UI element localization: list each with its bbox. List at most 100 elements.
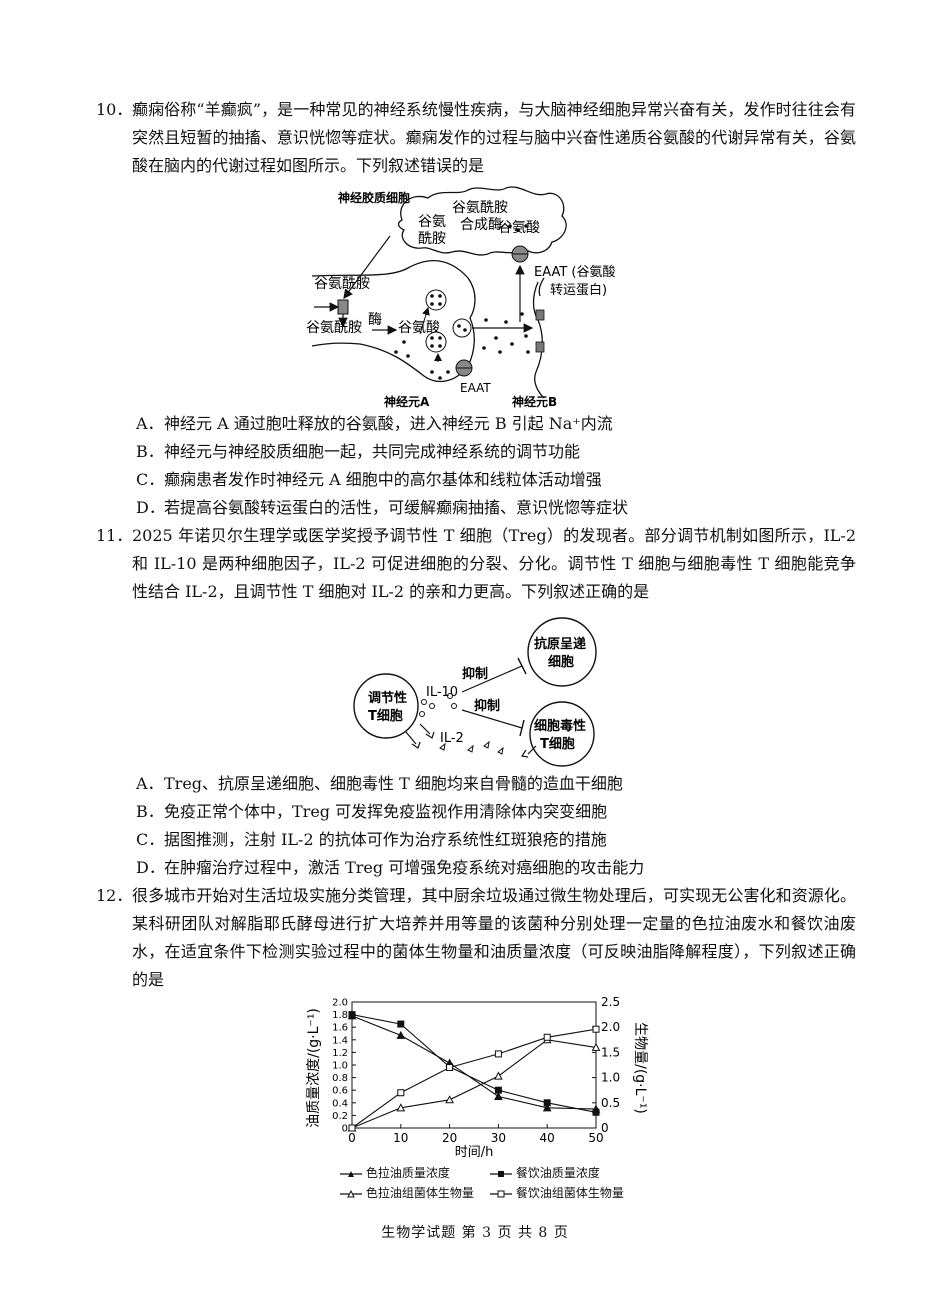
label-synthetase: 谷氨酰胺 (452, 200, 508, 216)
data-point (543, 1033, 551, 1041)
y-axis-left-label: 油质量浓度/(g·L⁻¹) (306, 1008, 322, 1128)
data-point (396, 1103, 406, 1112)
y-axis-right-label: 生物量/(g·L⁻¹) (632, 1022, 648, 1114)
option-b[interactable]: B．神经元与神经胶质细胞一起，共同完成神经系统的调节功能 (136, 442, 581, 461)
glutamate-metabolism-diagram: 神经胶质细胞 谷氨酰胺 合成酶 谷氨 酰胺 谷氨酸 EAAT (谷氨酸 转运蛋白… (306, 186, 616, 409)
data-point (592, 1025, 600, 1033)
apc-cell (527, 617, 597, 687)
data-point (494, 1050, 502, 1058)
inhibit-line (461, 665, 523, 693)
label-glutamate: 谷氨酸 (498, 220, 540, 236)
y-right-tick-label: 2.0 (601, 1020, 620, 1034)
legend-item: 餐饮油质量浓度 (490, 1164, 600, 1181)
neuron-b-membrane (532, 281, 545, 399)
question-stem: 很多城市开始对生活垃圾实施分类管理，其中厨余垃圾通过微生物处理后，可实现无公害化… (132, 886, 856, 989)
x-tick-label: 10 (393, 1131, 408, 1145)
label-glial-cell: 神经胶质细胞 (338, 190, 410, 205)
y-left-tick-label: 1.0 (332, 1061, 348, 1072)
option-d[interactable]: D．若提高谷氨酸转运蛋白的活性，可缓解癫痫抽搐、意识恍惚等症状 (136, 498, 629, 517)
option-a[interactable]: A．神经元 A 通过胞吐释放的谷氨酸，进入神经元 B 引起 Na⁺内流 (136, 414, 613, 433)
label-inhibit: 抑制 (474, 698, 500, 714)
option-c[interactable]: C．癫痫患者发作时神经元 A 细胞中的高尔基体和线粒体活动增强 (136, 470, 602, 489)
treg-cell (353, 673, 419, 739)
data-point (494, 1091, 503, 1100)
question-number: 12． (96, 886, 133, 905)
label-il10: IL-10 (426, 685, 458, 700)
x-tick-label: 40 (540, 1131, 555, 1145)
label-glutamine: 谷氨酰胺 (306, 320, 362, 336)
series-2 (348, 1011, 600, 1116)
synaptic-vesicle (452, 318, 472, 338)
il2-receptor-icon (405, 723, 537, 758)
synaptic-vesicle (425, 331, 447, 353)
y-left-tick-label: 1.4 (332, 1035, 348, 1046)
question-12: 12． 很多城市开始对生活垃圾实施分类管理，其中厨余垃圾通过微生物处理后，可实现… (96, 882, 856, 994)
data-point (397, 1089, 405, 1097)
y-left-tick-label: 1.8 (332, 1010, 348, 1021)
y-left-tick-label: 0.2 (332, 1111, 348, 1122)
y-left-tick-label: 0 (342, 1124, 348, 1135)
label-treg: 调节性 (368, 690, 407, 706)
option-b[interactable]: B．免疫正常个体中，Treg 可发挥免疫监视作用清除体内突变细胞 (136, 802, 608, 821)
question-number: 10． (96, 100, 133, 119)
plot-frame (351, 1001, 597, 1129)
y-left-tick-label: 1.2 (332, 1048, 348, 1059)
question-stem: 2025 年诺贝尔生理学或医学奖授予调节性 T 细胞（Treg）的发现者。部分调… (132, 526, 856, 601)
label-glutamine: 谷氨 (418, 214, 446, 230)
label-apc: 抗原呈递 (534, 636, 586, 652)
label-cytotoxic: 细胞毒性 (534, 718, 586, 734)
question-11: 11． 2025 年诺贝尔生理学或医学奖授予调节性 T 细胞（Treg）的发现者… (96, 522, 856, 606)
data-point (397, 1020, 405, 1028)
receptor-icon (535, 309, 545, 321)
data-point (396, 1030, 406, 1039)
data-point (542, 1103, 552, 1112)
question-stem: 癫痫俗称“羊癫疯”，是一种常见的神经系统慢性疾病，与大脑神经细胞异常兴奋有关，发… (132, 100, 856, 175)
cytotoxic-t-cell (529, 701, 595, 767)
label-glutamine: 酰胺 (418, 231, 446, 247)
question-10: 10． 癫痫俗称“羊癫疯”，是一种常见的神经系统慢性疾病，与大脑神经细胞异常兴奋… (96, 96, 856, 180)
data-point (445, 1095, 454, 1104)
y-right-tick-label: 2.5 (601, 995, 620, 1009)
data-point (591, 1042, 601, 1051)
series-4 (348, 1025, 600, 1132)
label-glutamate: 谷氨酸 (398, 320, 440, 336)
y-left-tick-label: 0.6 (332, 1086, 348, 1097)
data-point (446, 1064, 454, 1072)
label-inhibit: 抑制 (462, 666, 488, 682)
il10-molecules (419, 693, 457, 717)
synaptic-vesicle (425, 289, 447, 311)
data-point (543, 1099, 551, 1107)
option-d[interactable]: D．在肿瘤治疗过程中，激活 Treg 可增强免疫系统对癌细胞的攻击能力 (136, 858, 645, 877)
x-tick-label: 50 (588, 1131, 603, 1145)
treg-regulation-diagram: 调节性 T细胞 抗原呈递 细胞 细胞毒性 T细胞 抑制 抑制 IL-10 IL-… (353, 617, 597, 767)
data-point (494, 1071, 503, 1080)
series-line (351, 1039, 597, 1129)
y-right-tick-label: 1.0 (601, 1071, 620, 1085)
receptor-icon (535, 341, 545, 353)
y-left-tick-label: 1.6 (332, 1023, 348, 1034)
series-line (351, 1014, 597, 1113)
oil-degradation-chart: 00.20.40.60.81.01.21.41.61.82.0 00.51.01… (306, 995, 648, 1160)
label-glutamine: 谷氨酰胺 (314, 276, 370, 292)
y-right-tick-label: 0 (601, 1121, 609, 1135)
legend-item: 色拉油组菌体生物量 (340, 1184, 474, 1201)
series-1 (347, 1011, 601, 1113)
option-a[interactable]: A．Treg、抗原呈递细胞、细胞毒性 T 细胞均来自骨髓的造血干细胞 (136, 774, 623, 793)
x-tick-label: 30 (491, 1131, 506, 1145)
inhibit-line (461, 709, 523, 729)
x-tick-label: 20 (442, 1131, 457, 1145)
label-synthetase: 合成酶 (460, 217, 502, 233)
data-point (494, 1086, 502, 1094)
x-axis-label: 时间/h (455, 1145, 494, 1160)
option-c[interactable]: C．据图推测，注射 IL-2 的抗体可作为治疗系统性红斑狼疮的措施 (136, 830, 607, 849)
label-apc: 细胞 (548, 654, 574, 670)
series-line (351, 1028, 597, 1129)
label-eaat: EAAT (谷氨酸 (534, 265, 616, 280)
question-number: 11． (96, 526, 133, 545)
data-point (592, 1108, 600, 1116)
label-enzyme: 酶 (368, 312, 382, 328)
label-treg: T细胞 (368, 708, 403, 724)
label-neuron-b: 神经元B (512, 394, 557, 409)
il2-molecules (439, 740, 504, 755)
legend-item: 餐饮油组菌体生物量 (490, 1184, 624, 1201)
